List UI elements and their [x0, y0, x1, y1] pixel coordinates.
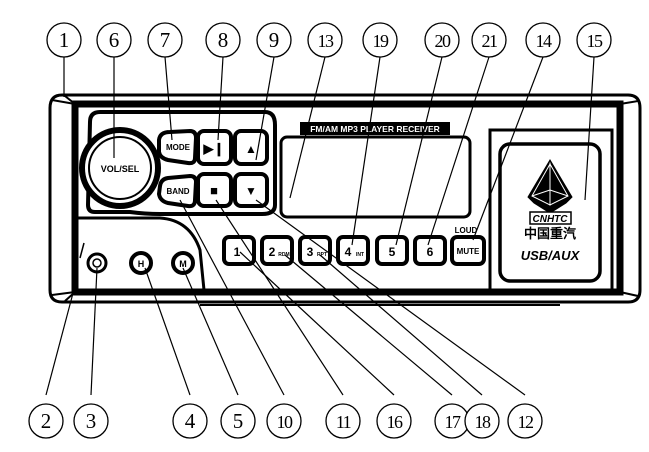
callout-circle-10	[266, 403, 302, 439]
loud-label: LOUD	[455, 226, 478, 235]
vol-sel-knob[interactable]: VOL/SEL	[79, 127, 161, 209]
callout-number-16: 16	[387, 412, 404, 432]
preset-5-label: 5	[389, 245, 396, 259]
minute-label: M	[179, 259, 187, 269]
mode-button[interactable]: MODE	[157, 128, 199, 166]
play-pause-icon: ▶❙	[203, 141, 225, 157]
band-label: BAND	[166, 187, 189, 196]
callout-number-4: 4	[185, 409, 196, 433]
callout-number-3: 3	[86, 409, 97, 433]
callout-circle-6	[96, 22, 132, 58]
callout-circle-19	[362, 22, 398, 58]
mic-hole	[79, 242, 85, 259]
callout-circle-21	[471, 22, 507, 58]
callouts-top: 1 6 7 8 9 13 19 20 21 14 15	[46, 22, 612, 58]
preset-2-sub: RDM	[278, 252, 289, 258]
callout-circle-20	[424, 22, 460, 58]
hour-label: H	[138, 259, 145, 269]
left-control-cluster	[78, 110, 277, 291]
knob-label: VOL/SEL	[101, 164, 140, 174]
callout-number-19: 19	[373, 31, 390, 51]
play-pause-button[interactable]: ▶❙	[196, 129, 233, 166]
callout-circle-1	[46, 22, 82, 58]
preset-6-label: 6	[427, 245, 434, 259]
chassis	[48, 93, 642, 306]
callout-circle-16	[376, 403, 412, 439]
callout-number-18: 18	[475, 412, 492, 432]
up-arrow-icon: ▲	[245, 142, 257, 156]
callout-circle-15	[576, 22, 612, 58]
callout-number-9: 9	[269, 28, 280, 52]
callout-number-6: 6	[109, 28, 120, 52]
callout-number-11: 11	[336, 412, 351, 432]
preset-button-2[interactable]: 2 RDM	[260, 235, 294, 266]
brand-en: CNHTC	[533, 214, 569, 225]
mode-label: MODE	[166, 143, 191, 152]
usb-aux-label: USB/AUX	[521, 248, 581, 263]
callout-number-17: 17	[445, 412, 462, 432]
mute-label: MUTE	[457, 247, 480, 256]
preset-1-label: 1	[234, 245, 241, 259]
hour-button[interactable]: H	[129, 251, 153, 275]
lcd-display	[279, 135, 472, 219]
callout-number-7: 7	[160, 28, 171, 52]
callout-circle-11	[325, 403, 361, 439]
minute-button[interactable]: M	[171, 251, 195, 275]
title-strip-text: FM/AM MP3 PLAYER RECEIVER	[310, 124, 440, 134]
callout-number-12: 12	[518, 412, 534, 432]
down-button[interactable]: ▼	[233, 172, 269, 208]
callout-number-5: 5	[233, 409, 244, 433]
callout-circle-9	[256, 22, 292, 58]
up-button[interactable]: ▲	[233, 129, 269, 166]
callout-circle-13	[307, 22, 343, 58]
preset-button-6[interactable]: 6	[413, 235, 447, 266]
callout-number-13: 13	[318, 31, 335, 51]
down-arrow-icon: ▼	[245, 184, 257, 198]
leader-lines	[45, 56, 595, 396]
mute-button[interactable]: MUTE	[450, 235, 486, 266]
callout-number-14: 14	[536, 31, 553, 51]
callout-circle-5	[220, 403, 256, 439]
callout-circle-3	[73, 403, 109, 439]
callout-circle-2	[28, 403, 64, 439]
callout-number-2: 2	[41, 409, 52, 433]
callout-number-8: 8	[218, 28, 229, 52]
callout-number-20: 20	[435, 31, 452, 51]
cnhtc-logo: CNHTC 中国重汽 USB/AUX	[521, 159, 581, 263]
title-strip: FM/AM MP3 PLAYER RECEIVER	[300, 122, 450, 135]
band-button[interactable]: BAND	[156, 173, 199, 209]
callout-number-21: 21	[482, 31, 498, 51]
callout-number-1: 1	[59, 28, 70, 52]
callout-circle-7	[147, 22, 183, 58]
preset-3-sub: RPT	[317, 252, 327, 258]
stop-icon: ■	[210, 183, 218, 198]
callout-circle-18	[464, 403, 500, 439]
callout-circle-8	[205, 22, 241, 58]
preset-4-sub: INT	[356, 252, 364, 258]
callout-circle-14	[525, 22, 561, 58]
callout-number-10: 10	[277, 412, 294, 432]
preset-3-label: 3	[307, 245, 314, 259]
callout-number-15: 15	[587, 31, 604, 51]
preset-2-label: 2	[269, 245, 276, 259]
preset-button-5[interactable]: 5	[375, 235, 409, 266]
stop-button[interactable]: ■	[196, 172, 233, 208]
callout-circle-4	[172, 403, 208, 439]
brand-cn: 中国重汽	[524, 226, 576, 242]
callout-circle-12	[507, 403, 543, 439]
preset-4-label: 4	[345, 245, 352, 259]
callouts-bottom: 2 3 4 5 10 11 16 17 18 12	[28, 403, 543, 439]
